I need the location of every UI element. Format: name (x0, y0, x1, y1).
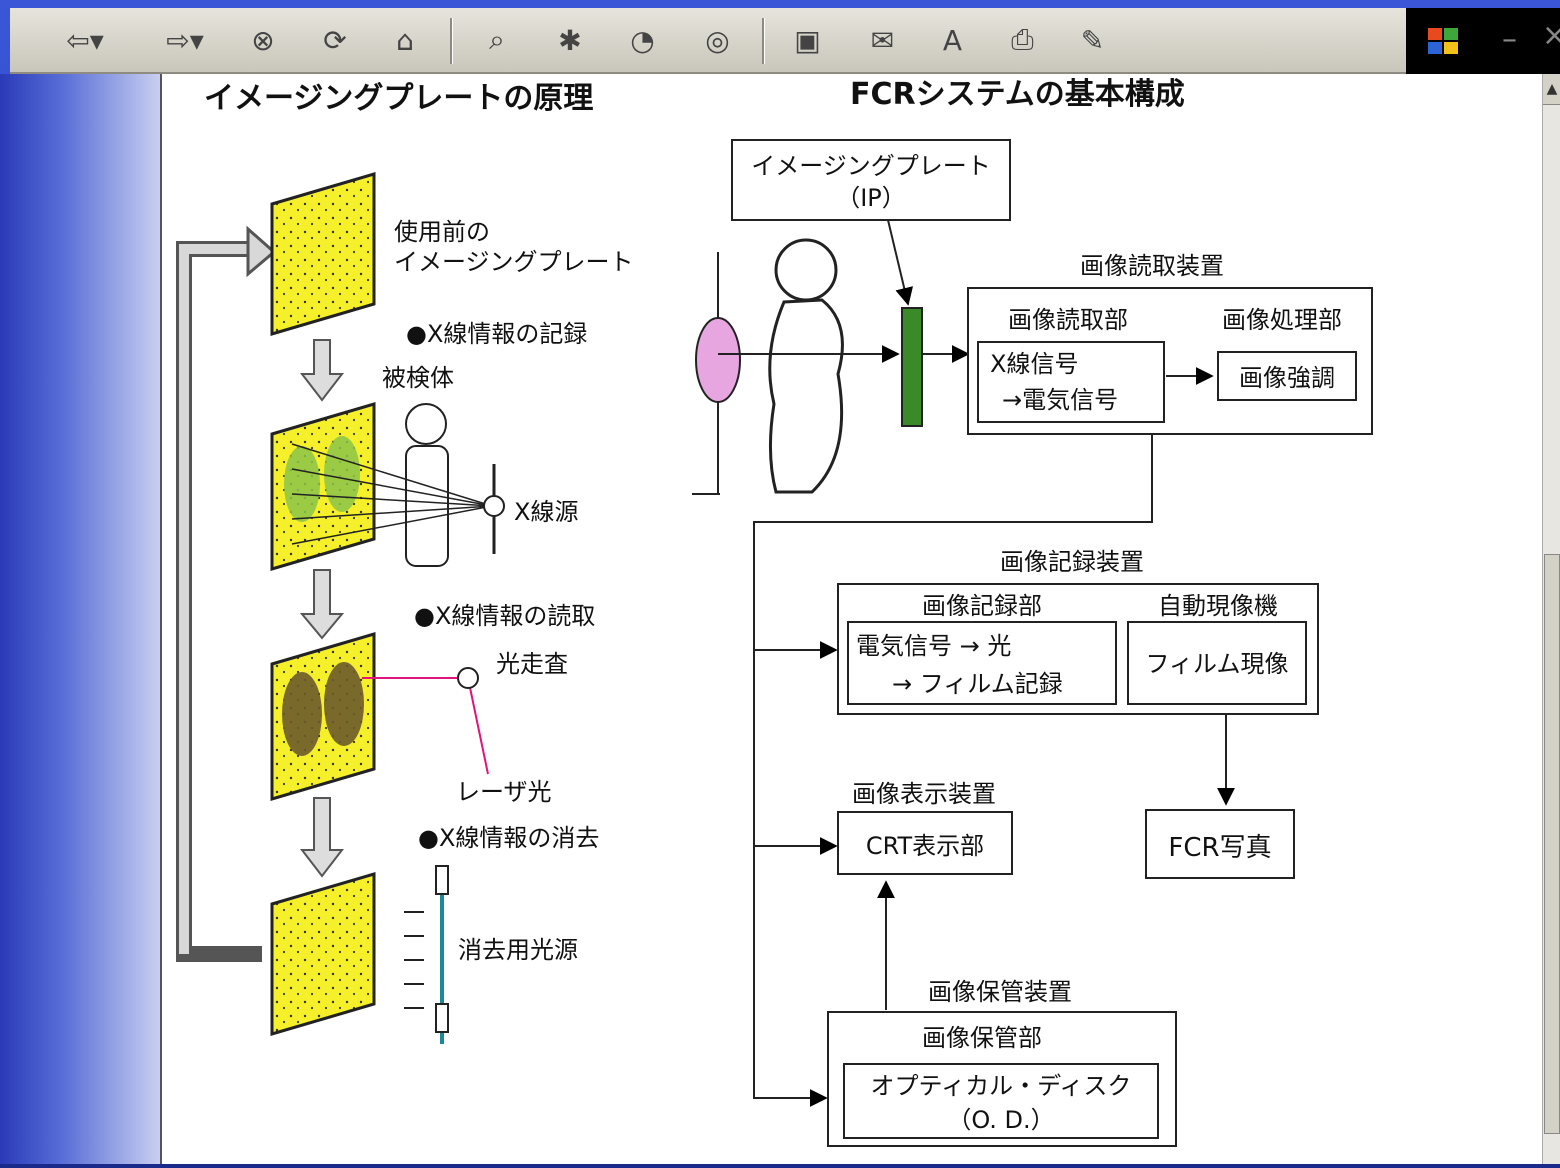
mail-icon[interactable]: ✉ (870, 23, 895, 57)
forward-icon[interactable]: ⇨▾ (166, 23, 204, 57)
history-icon[interactable]: ◔ (630, 23, 655, 57)
ip-box (731, 139, 1011, 221)
diagram-canvas: イメージングプレートの原理 使用前の イメージングプレート ●X線情報の記録 被… (176, 77, 1373, 1147)
recorder-line-2: → フィルム記録 (892, 670, 1063, 698)
lamp-end-top (435, 865, 449, 895)
imaging-plate-erased (270, 871, 376, 1037)
recorder-unit-label: 画像記録部 (922, 592, 1042, 620)
processor-unit-label: 画像処理部 (1222, 306, 1342, 334)
lamp-end-bottom (435, 1003, 449, 1033)
film-dev-label: フィルム現像 (1145, 650, 1288, 678)
scroll-thumb[interactable] (1544, 554, 1560, 1134)
bus-connector (753, 434, 1153, 1107)
patient-head (774, 238, 838, 302)
edit-icon[interactable]: ✎ (1080, 23, 1105, 57)
minimize-icon[interactable]: – (1502, 22, 1517, 57)
step-read-label: ●X線情報の読取 (414, 602, 595, 630)
recorder-box (847, 621, 1117, 705)
crt-box (837, 811, 1013, 875)
laser-label: レーザ光 (456, 778, 552, 806)
cycle-loop-arrow-inner (179, 244, 252, 954)
reader-device-label: 画像読取装置 (1080, 252, 1224, 280)
window-caption-area: – × (1406, 8, 1560, 74)
plate-before-label-1: 使用前の (394, 218, 490, 246)
browser-toolbar: ⇦▾ ⇨▾ ⊗ ⟳ ⌂ ⌕ ✱ ◔ ◎ ▣ ✉ A ⎙ ✎ (10, 8, 1406, 74)
down-arrow (299, 569, 345, 640)
optical-disk-label-1: オプティカル・ディスク (871, 1072, 1132, 1100)
close-icon[interactable]: × (1542, 18, 1560, 53)
subject-label: 被検体 (382, 364, 454, 392)
document-page: イメージングプレートの原理 使用前の イメージングプレート ●X線情報の記録 被… (160, 74, 1394, 1164)
step-erase-label: ●X線情報の消去 (418, 824, 599, 852)
optical-disk-box (843, 1063, 1159, 1139)
erase-light-label: 消去用光源 (458, 936, 578, 964)
print-icon[interactable]: ⎙ (1011, 23, 1034, 56)
film-dev-box (1127, 621, 1307, 705)
enhance-label: 画像強調 (1239, 364, 1335, 392)
xray-source-label: X線源 (514, 498, 578, 526)
auto-processor-label: 自動現像機 (1158, 592, 1278, 620)
imaging-plate-before (270, 171, 376, 337)
xray-tube (483, 495, 505, 517)
down-arrow (299, 339, 345, 402)
fullscreen-icon[interactable]: ▣ (794, 23, 821, 57)
cycle-arrow-head (246, 225, 277, 278)
scroll-up-icon[interactable]: ▲ (1543, 74, 1560, 105)
step-record-label: ●X線情報の記録 (406, 320, 587, 348)
fcr-photo-label: FCR写真 (1168, 833, 1271, 863)
recorder-line-1: 電気信号 → 光 (856, 632, 1011, 660)
display-device-label: 画像表示装置 (852, 780, 996, 808)
ip-plate (901, 307, 923, 427)
toolbar-separator (450, 18, 453, 64)
windows-logo-icon (1428, 28, 1458, 54)
lung-image-right (324, 662, 364, 746)
ip-label-2: （IP） (836, 184, 906, 212)
lung-image-left (282, 672, 322, 756)
scan-label: 光走査 (496, 650, 568, 678)
toolbar-separator (762, 18, 765, 64)
plate-before-label-2: イメージングプレート (394, 248, 634, 276)
lung-left (284, 446, 320, 522)
reader-signal-2: →電気信号 (1002, 386, 1118, 414)
subject-body (405, 445, 449, 567)
patient-body (768, 298, 844, 494)
favorites-icon[interactable]: ✱ (558, 23, 582, 57)
storage-unit-label: 画像保管部 (922, 1024, 1042, 1052)
left-title: イメージングプレートの原理 (204, 81, 593, 116)
stop-icon[interactable]: ⊗ (251, 23, 275, 57)
reader-signal-1: X線信号 (990, 350, 1078, 378)
home-icon[interactable]: ⌂ (396, 23, 414, 57)
subject-head (405, 403, 447, 445)
scanning-mirror (457, 667, 479, 689)
fcr-photo-box (1145, 809, 1295, 879)
xray-beams (291, 443, 493, 545)
lung-right (324, 436, 360, 512)
reader-unit-label: 画像読取部 (1008, 306, 1128, 334)
search-icon[interactable]: ⌕ (489, 23, 505, 56)
recorder-device-label: 画像記録装置 (1000, 548, 1144, 576)
erase-light-arrows (404, 911, 424, 1009)
refresh-icon[interactable]: ⟳ (323, 23, 347, 57)
laser-beam-source (467, 677, 489, 775)
cycle-loop-arrow (176, 241, 262, 962)
xray-tube-head (695, 317, 741, 403)
down-arrow (299, 797, 345, 878)
reader-signal-box (977, 341, 1165, 423)
enhance-box (1217, 351, 1357, 401)
channels-icon[interactable]: ◎ (705, 23, 730, 57)
window-left-margin (0, 74, 160, 1164)
ip-pointer-arrow (887, 219, 914, 306)
storage-device-label: 画像保管装置 (928, 978, 1072, 1006)
vertical-scrollbar[interactable]: ▲ (1542, 74, 1560, 1164)
font-icon[interactable]: A (942, 23, 963, 57)
page-right-margin (1392, 74, 1542, 1164)
ip-label-1: イメージングプレート (751, 152, 991, 180)
optical-disk-label-2: （O. D.） (947, 1106, 1054, 1134)
back-icon[interactable]: ⇦▾ (66, 23, 104, 57)
crt-label: CRT表示部 (866, 832, 984, 860)
right-title: FCRシステムの基本構成 (850, 77, 1185, 112)
